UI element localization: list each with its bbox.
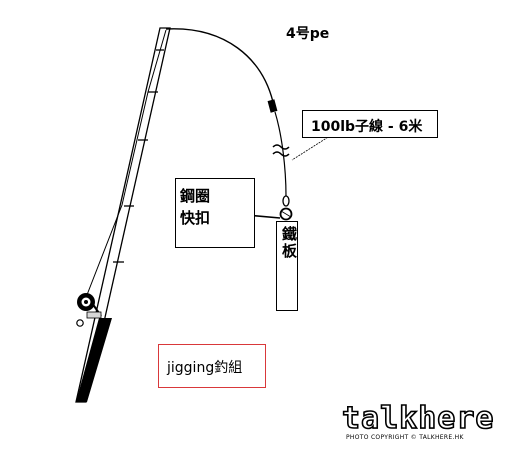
leader-label-box: 100lb子線 - 6米 xyxy=(302,110,438,138)
ring-clip-box: 鋼圈 快扣 xyxy=(175,178,255,248)
swivel-icon xyxy=(279,195,293,221)
jig-box: 鐵板 xyxy=(276,221,298,311)
fishing-rod xyxy=(75,27,171,403)
leader-pointer xyxy=(291,133,334,161)
main-line xyxy=(165,28,274,103)
knot-icon xyxy=(267,99,278,113)
leader-label: 100lb子線 - 6米 xyxy=(311,119,423,135)
watermark-credit: PHOTO COPYRIGHT © TALKHERE.HK xyxy=(346,434,464,441)
watermark-brand: talkhere xyxy=(341,401,495,436)
leader-line xyxy=(274,111,287,197)
jig-label: 鐵板 xyxy=(280,226,298,260)
reel-icon xyxy=(76,293,102,327)
diagram-title: jigging釣組 xyxy=(167,360,243,376)
title-box: jigging釣組 xyxy=(158,344,266,388)
watermark-logo: talkhere PHOTO COPYRIGHT © TALKHERE.HK xyxy=(341,401,518,446)
mainline-label: 4号pe xyxy=(286,26,330,42)
ring-clip-label: 鋼圈 快扣 xyxy=(180,187,211,227)
line-along-rod xyxy=(84,29,167,301)
break-mark-icon xyxy=(272,144,290,157)
